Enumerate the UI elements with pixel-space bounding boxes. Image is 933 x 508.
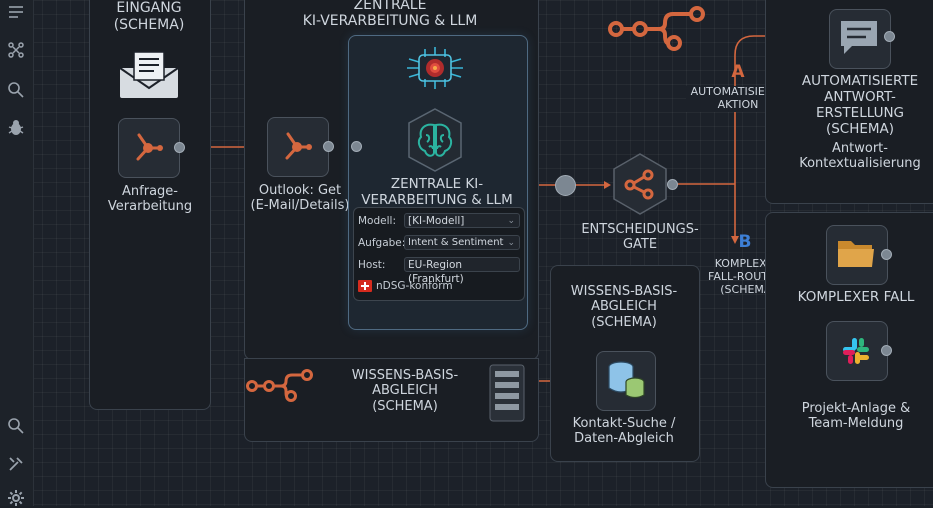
sidebar <box>0 0 34 506</box>
ai-chip-icon <box>407 47 463 89</box>
n8n-logo-icon <box>246 369 313 402</box>
antwort-title: AUTOMATISIERTE ANTWORT- ERSTELLUNG (SCHE… <box>801 73 919 137</box>
outlook-output-port[interactable] <box>323 141 334 152</box>
eingang-title: EINGANG <box>116 0 182 16</box>
slack-output-port[interactable] <box>881 345 892 356</box>
edge-branch-a <box>734 35 826 184</box>
outlook-label: Outlook: Get (E-Mail/Details) <box>250 183 350 214</box>
envelope-icon <box>119 51 179 98</box>
wissen-panel-title: WISSENS-BASIS- ABGLEICH (SCHEMA) <box>570 284 678 330</box>
server-icon <box>489 364 525 422</box>
aufgabe-value: Intent & Sentiment <box>408 237 504 248</box>
database-icon <box>608 361 645 399</box>
gear-icon[interactable] <box>6 488 26 508</box>
gate-label: ENTSCHEIDUNGS- GATE <box>581 222 699 253</box>
tools-icon[interactable] <box>6 454 26 474</box>
bug-icon[interactable] <box>6 118 26 138</box>
merge-node[interactable] <box>555 175 576 196</box>
host-field[interactable]: EU-Region (Frankfurt) <box>404 257 520 285</box>
arrowhead <box>731 236 739 244</box>
chevron-down-icon: ⌄ <box>507 216 515 226</box>
branch-a-letter: A <box>731 62 745 82</box>
gate-node[interactable] <box>608 152 672 216</box>
slack-node[interactable] <box>826 321 888 381</box>
webhook-icon <box>285 132 312 160</box>
chevron-down-icon: ⌄ <box>507 238 515 248</box>
chat-icon <box>841 21 877 54</box>
anfrage-label: Anfrage- Verarbeitung <box>107 184 193 215</box>
wissen-bottom-label: WISSENS-BASIS- ABGLEICH (SCHEMA) <box>351 368 459 414</box>
modell-value: [KI-Modell] <box>408 215 465 227</box>
folder-output-port[interactable] <box>881 249 892 260</box>
chat-output-port[interactable] <box>884 31 895 42</box>
folder-icon <box>838 241 874 267</box>
aufgabe-select[interactable]: Intent & Sentiment⌄ <box>404 235 520 250</box>
modell-label: Modell: <box>358 215 396 227</box>
compliance-label: nDSG-konform <box>376 280 453 292</box>
llm-input-port[interactable] <box>351 141 362 152</box>
kontakt-label: Kontakt-Suche / Daten-Abgleich <box>572 416 676 447</box>
antwort-subtitle: Antwort- Kontextualisierung <box>799 141 921 172</box>
branch-b-letter: B <box>738 232 752 252</box>
brain-icon <box>408 108 462 172</box>
arrowhead <box>604 181 611 189</box>
llm-config-form: Modell: [KI-Modell] ⌄ Aufgabe: Intent & S… <box>353 207 525 301</box>
search-icon-bottom[interactable] <box>6 416 26 436</box>
aufgabe-label: Aufgabe: <box>358 237 406 249</box>
ki-panel-title-1: ZENTRALE <box>353 0 427 13</box>
modell-select[interactable]: [KI-Modell] ⌄ <box>404 213 520 228</box>
menu-icon[interactable] <box>6 2 26 22</box>
komplex-title: KOMPLEXER FALL <box>797 289 915 305</box>
ki-panel-title-2: KI-VERARBEITUNG & LLM <box>302 13 478 29</box>
host-value: EU-Region (Frankfurt) <box>408 259 464 285</box>
slack-icon <box>843 338 869 364</box>
anfrage-output-port[interactable] <box>174 142 185 153</box>
host-label: Host: <box>358 259 386 271</box>
form-row-modell: Modell: [KI-Modell] ⌄ <box>358 213 523 229</box>
eingang-subtitle: (SCHEMA) <box>113 17 185 33</box>
swiss-flag-icon <box>358 280 372 292</box>
form-row-aufgabe: Aufgabe: Intent & Sentiment⌄ <box>358 235 523 251</box>
search-icon[interactable] <box>6 80 26 100</box>
komplex-node-label: Projekt-Anlage & Team-Meldung <box>801 401 911 432</box>
llm-card-title: ZENTRALE KI- VERARBEITUNG & LLM <box>361 176 513 208</box>
n8n-logo-icon <box>608 6 705 51</box>
form-row-host: Host: EU-Region (Frankfurt) <box>358 257 523 285</box>
webhook-icon <box>136 133 163 161</box>
workflow-icon[interactable] <box>6 40 26 60</box>
gate-output-port[interactable] <box>667 179 678 190</box>
